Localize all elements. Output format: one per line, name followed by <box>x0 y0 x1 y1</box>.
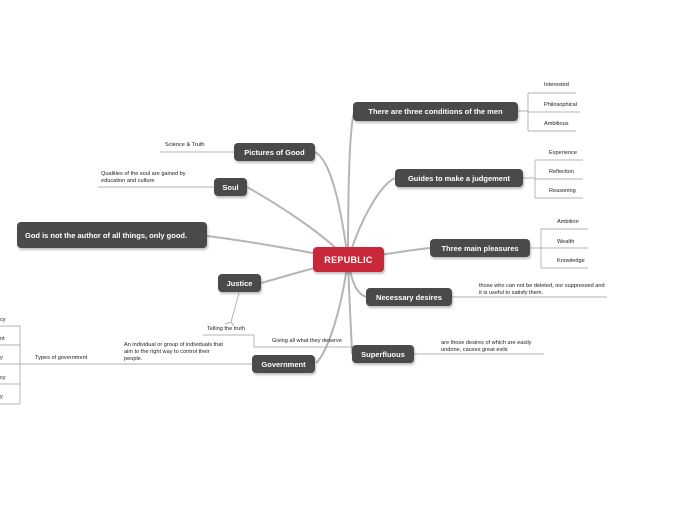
leaf-interested[interactable]: Interested <box>544 82 569 88</box>
leaf-gov-type-1[interactable]: cy <box>0 317 6 323</box>
leaf-government-desc[interactable]: An individual or group of individuals th… <box>124 342 223 362</box>
central-topic-republic[interactable]: REPUBLIC <box>313 247 384 272</box>
topic-necessary-desires[interactable]: Necessary desires <box>366 288 452 306</box>
leaf-knowledge[interactable]: Knowledge <box>557 258 585 264</box>
leaf-superfluous-desc[interactable]: are those desires of which are easily un… <box>441 340 532 353</box>
topic-superfluous[interactable]: Superfluous <box>352 345 414 363</box>
link-pictures <box>314 151 349 261</box>
leaf-gov-type-4[interactable]: cy <box>0 375 6 381</box>
topic-three-conditions[interactable]: There are three conditions of the men <box>353 102 518 121</box>
leaf-types-of-government[interactable]: Types of government <box>35 355 88 361</box>
leaf-reflection[interactable]: Reflection <box>549 169 574 175</box>
leaf-lines-conditions <box>517 92 580 132</box>
leaf-gov-type-5[interactable]: y <box>0 394 3 400</box>
topic-guides-to-judgement[interactable]: Guides to make a judgement <box>395 169 523 187</box>
leaf-soul-qualities[interactable]: Qualities of the soul are gained by educ… <box>101 171 186 184</box>
leaf-experience[interactable]: Experience <box>549 150 577 156</box>
link-government <box>315 259 349 364</box>
leaf-line-justice-arrow <box>230 292 240 323</box>
topic-soul[interactable]: Soul <box>214 178 247 196</box>
link-conditions <box>347 109 356 261</box>
leaf-science-truth[interactable]: Science & Truth <box>165 142 205 148</box>
topic-pictures-of-good[interactable]: Pictures of Good <box>234 143 315 161</box>
leaf-wealth[interactable]: Wealth <box>557 239 575 245</box>
leaf-lines-guides <box>523 159 583 199</box>
leaf-lines-pleasures <box>530 228 588 269</box>
leaf-gov-type-2[interactable]: nt <box>0 336 5 342</box>
leaf-ambitious[interactable]: Ambitious <box>544 121 569 127</box>
leaf-line-justice <box>203 334 352 348</box>
leaf-reasoning[interactable]: Reasoning <box>549 188 576 194</box>
leaf-philosophical[interactable]: Philosophical <box>544 102 577 108</box>
topic-government[interactable]: Government <box>252 355 315 373</box>
topic-three-pleasures[interactable]: Three main pleasures <box>430 239 530 257</box>
leaf-gov-type-3[interactable]: y <box>0 355 3 361</box>
link-superfluous <box>347 259 353 355</box>
leaf-telling-truth[interactable]: Telling the truth <box>207 326 245 332</box>
leaf-giving-deserve[interactable]: Giving all what they deserve <box>272 338 342 344</box>
leaf-necessary-desc[interactable]: those who can not be deleted, nor suppre… <box>479 283 605 296</box>
leaf-arrowhead <box>224 321 235 327</box>
leaf-ambition[interactable]: Ambition <box>557 219 579 225</box>
leaf-lines-gov-types <box>0 325 122 405</box>
topic-justice[interactable]: Justice <box>218 274 261 292</box>
topic-god-not-author[interactable]: God is not the author of all things, onl… <box>17 222 207 248</box>
